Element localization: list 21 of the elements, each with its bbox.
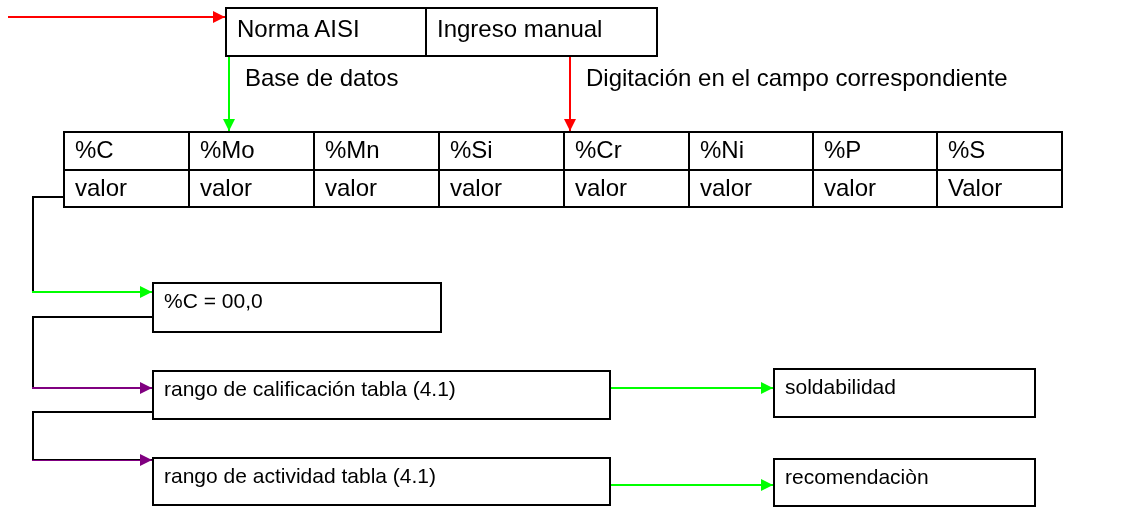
arrow	[32, 411, 153, 466]
arrow	[7, 11, 226, 23]
header-cell: Norma AISI	[225, 7, 427, 57]
process-box: rango de actividad tabla (4.1)	[152, 457, 611, 506]
edge-label: Base de datos	[245, 66, 399, 90]
header-cell: %C	[63, 131, 190, 171]
process-box: rango de calificación tabla (4.1)	[152, 370, 611, 420]
process-box: %C = 00,0	[152, 282, 442, 333]
arrow	[564, 56, 576, 132]
arrow	[223, 56, 235, 132]
header-cell: %S	[936, 131, 1063, 171]
header-cell: Ingreso manual	[425, 7, 658, 57]
value-cell: valor	[63, 169, 190, 208]
arrow	[610, 479, 774, 491]
process-box: recomendaciòn	[773, 458, 1036, 507]
arrow	[610, 382, 774, 394]
value-cell: Valor	[936, 169, 1063, 208]
edge-label: Digitación en el campo correspondiente	[586, 66, 1008, 90]
process-box: soldabilidad	[773, 368, 1036, 418]
arrow	[32, 196, 153, 298]
arrow	[32, 316, 153, 394]
